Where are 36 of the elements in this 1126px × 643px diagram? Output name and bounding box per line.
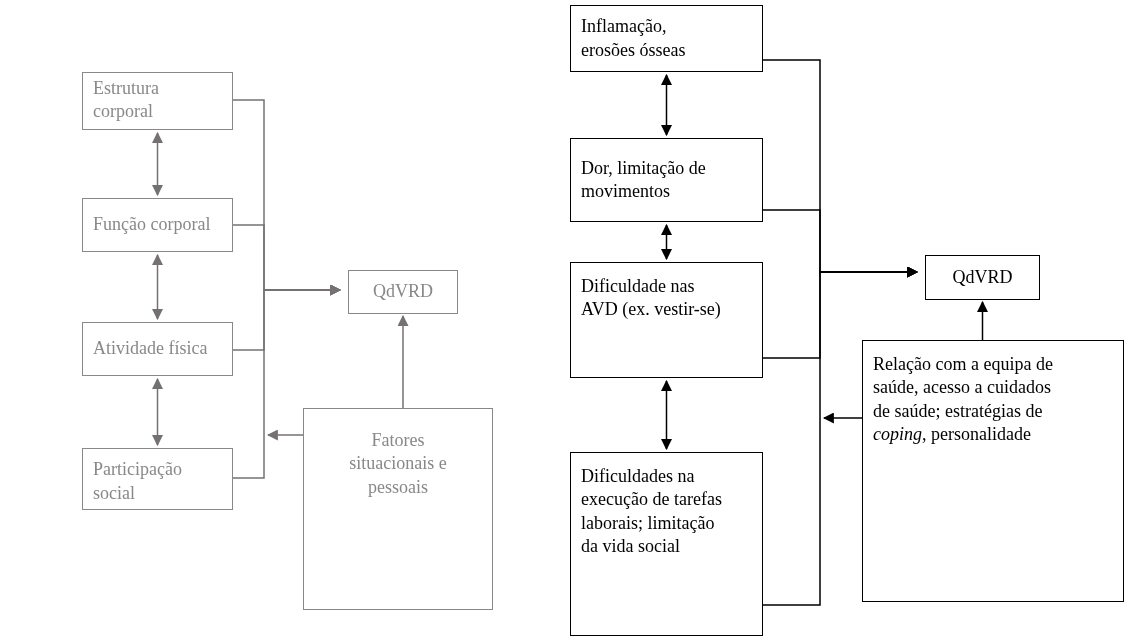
text-box [82,448,233,510]
connector-arrow [266,429,304,441]
connector-arrow [977,300,988,341]
box-label: Estrutura corporal [93,77,160,124]
box-label: Atividade física [93,337,209,361]
connector-arrow [397,314,409,409]
connector-arrow [661,73,672,137]
connector-arrow [152,131,163,197]
connector-arrow [232,284,342,479]
text-box [303,408,493,610]
connector-arrow [152,377,163,447]
connector-arrow [661,223,672,261]
box-label: Participação social [93,458,183,505]
text-box [862,340,1124,602]
text-box [82,322,233,376]
box-label: Dor, limitação de movimentos [581,156,707,203]
connector-arrow [822,412,863,424]
text-box [82,72,233,130]
text-box [348,270,458,314]
text-box [925,255,1040,300]
text-box [570,262,763,378]
text-box [570,138,763,222]
connector-arrow [661,379,672,451]
box-label: Fatores situacionais e pessoais [348,429,448,499]
text-box [570,5,763,72]
connector-arrow [762,266,919,606]
box-label: Dificuldades na execução de tarefas laborais; limitação da vida social [581,465,723,559]
box-label: QdVRD [372,280,434,304]
text-box [82,198,233,252]
box-label: Dificuldade nas AVD (ex. vestir-se) [581,275,722,322]
connector-arrow [152,253,163,321]
box-label: Relação com a equipa de saúde, acesso a cuidados de saúde; estratégias de coping, personalidade [873,353,1053,447]
box-label: QdVRD [951,265,1014,289]
box-label: Função corporal [93,213,212,237]
text-box [570,452,763,636]
box-label: Inflamação, erosões ósseas [581,15,687,62]
